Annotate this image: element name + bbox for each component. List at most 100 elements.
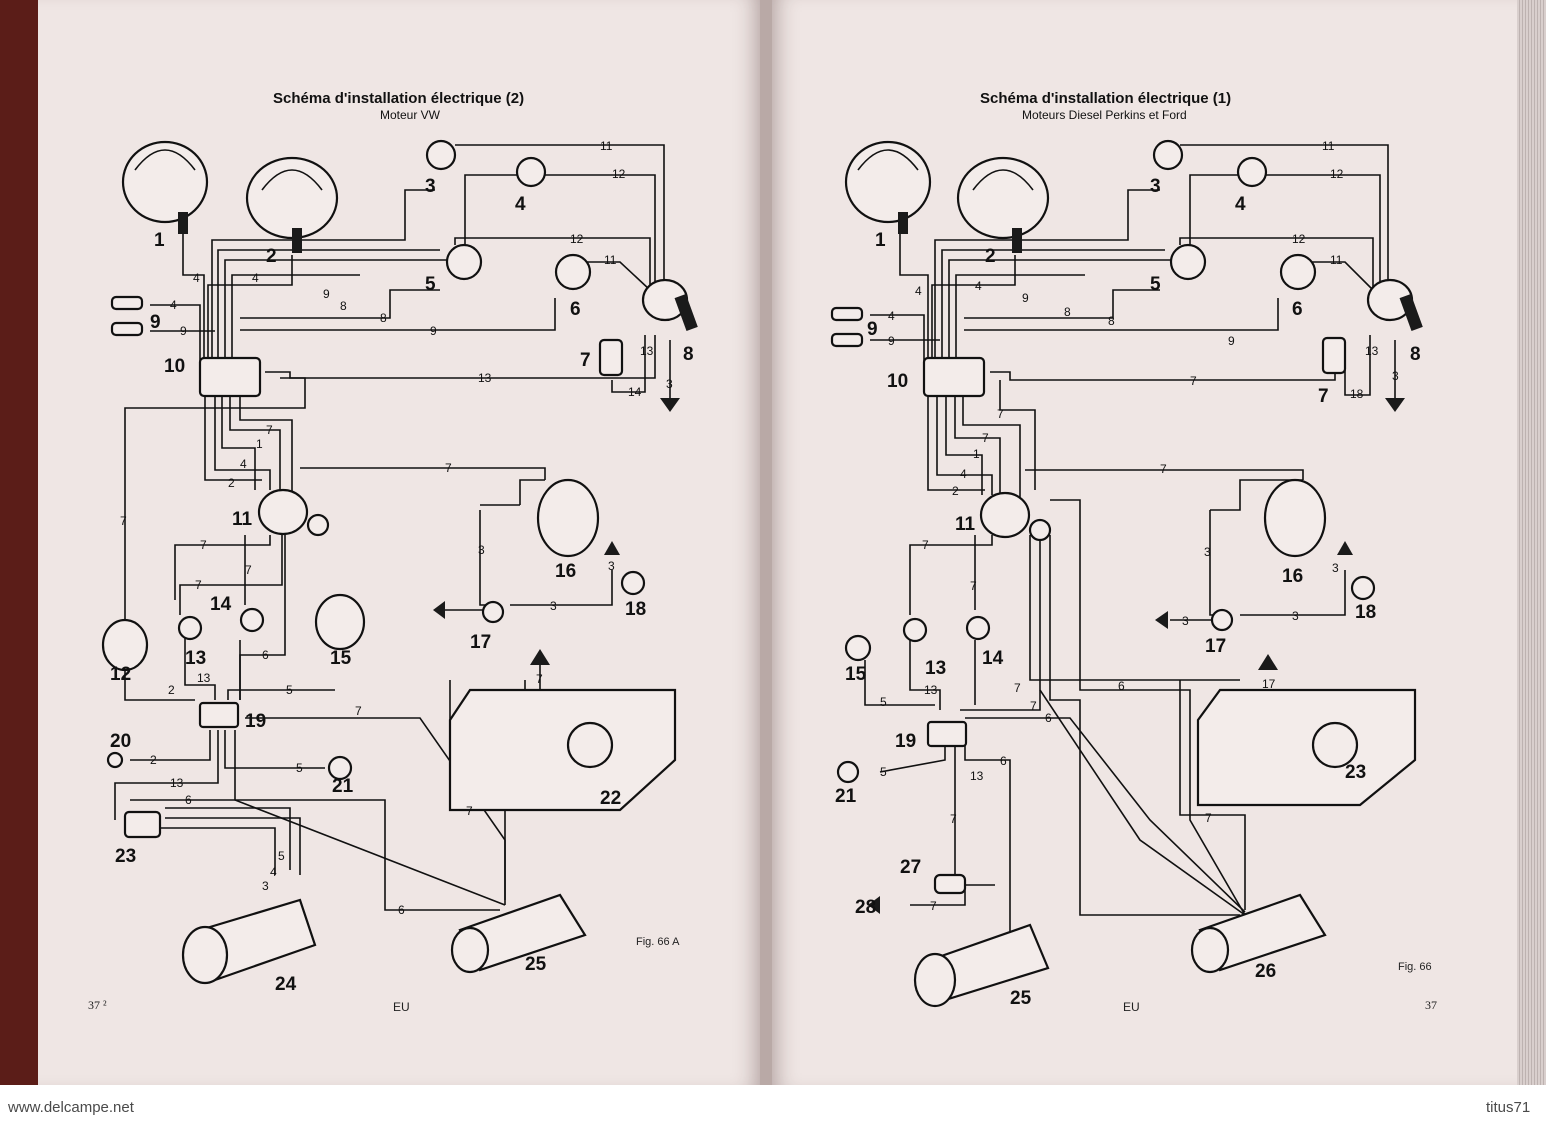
right-num-6: 6 bbox=[1292, 299, 1303, 320]
right-num-16: 16 bbox=[1282, 566, 1303, 587]
right-wire-label: 3 bbox=[1182, 614, 1189, 628]
left-num-12: 12 bbox=[110, 664, 131, 685]
right-wire-label: 17 bbox=[1262, 677, 1276, 691]
right-wire-label: 18 bbox=[1350, 387, 1364, 401]
left-num-21: 21 bbox=[332, 776, 354, 797]
right-num-11: 11 bbox=[955, 514, 976, 535]
right-wire-label: 3 bbox=[1204, 545, 1211, 559]
right-num-21: 21 bbox=[835, 786, 857, 807]
left-num-24: 24 bbox=[275, 974, 297, 995]
book-gutter bbox=[760, 0, 772, 1085]
right-num-10: 10 bbox=[887, 371, 908, 392]
left-wire-label: 8 bbox=[340, 299, 347, 313]
regulator-23-icon bbox=[123, 810, 162, 839]
bulb-27-icon bbox=[933, 873, 967, 895]
right-num-8: 8 bbox=[1410, 344, 1421, 365]
left-num-5: 5 bbox=[425, 274, 436, 295]
right-wire-label: 9 bbox=[888, 334, 895, 348]
right-wire-label: 7 bbox=[1014, 681, 1021, 695]
left-num-18: 18 bbox=[625, 599, 646, 620]
gauge-15-icon bbox=[314, 593, 366, 651]
left-wire-label: 1 bbox=[256, 437, 263, 451]
ignition-11-icon bbox=[979, 491, 1052, 542]
right-wire-label: 6 bbox=[1000, 754, 1007, 768]
plug-9-icon bbox=[110, 295, 144, 337]
right-wire-label: 11 bbox=[1322, 139, 1335, 153]
left-subtitle: Moteur VW bbox=[380, 108, 441, 122]
right-num-18: 18 bbox=[1355, 602, 1376, 623]
left-wire-label: 12 bbox=[570, 232, 584, 246]
right-wire-label: 4 bbox=[915, 284, 922, 298]
left-num-4: 4 bbox=[515, 194, 526, 215]
left-wire-label: 4 bbox=[270, 865, 277, 879]
right-component-numbers: 1 2 3 4 5 6 7 8 9 10 11 13 14 15 16 17 1… bbox=[835, 176, 1421, 1009]
left-wire-label: 4 bbox=[193, 271, 200, 285]
right-wire-label: 3 bbox=[1292, 609, 1299, 623]
watermark-left: www.delcampe.net bbox=[8, 1099, 134, 1116]
left-wire-label: 3 bbox=[262, 879, 269, 893]
right-components bbox=[830, 139, 1423, 1008]
left-num-14: 14 bbox=[210, 594, 232, 615]
left-component-numbers: 1 2 3 4 5 6 7 8 9 10 11 12 13 14 15 16 1… bbox=[110, 176, 694, 995]
right-wire-label: 8 bbox=[1108, 314, 1115, 328]
relay-7-icon bbox=[1321, 336, 1347, 375]
switch-18-icon bbox=[620, 570, 646, 596]
right-wire-label: 7 bbox=[922, 538, 929, 552]
left-wire-label: 3 bbox=[550, 599, 557, 613]
left-wire-label: 7 bbox=[120, 514, 127, 528]
right-num-14: 14 bbox=[982, 648, 1004, 669]
watermark-bar: www.delcampe.net titus71 bbox=[0, 1085, 1546, 1132]
lamp-4-icon bbox=[515, 156, 547, 188]
left-wire-label: 14 bbox=[628, 385, 642, 399]
sender-15-icon bbox=[844, 634, 872, 662]
battery-23-icon bbox=[1196, 688, 1417, 807]
right-wire-label: 7 bbox=[997, 407, 1004, 421]
right-wire-label: 4 bbox=[888, 309, 895, 323]
left-num-8: 8 bbox=[683, 344, 694, 365]
left-wire-label: 4 bbox=[240, 457, 247, 471]
left-fig-label: Fig. 66 A bbox=[636, 936, 680, 948]
right-wire-label: 7 bbox=[1160, 462, 1167, 476]
right-wire-label: 9 bbox=[1022, 291, 1029, 305]
right-num-25: 25 bbox=[1010, 988, 1032, 1009]
left-num-19: 19 bbox=[245, 711, 266, 732]
right-wire-label: 3 bbox=[1392, 369, 1399, 383]
right-num-17: 17 bbox=[1205, 636, 1226, 657]
right-num-28: 28 bbox=[855, 897, 876, 918]
left-num-9: 9 bbox=[150, 312, 161, 333]
right-wire-label: 9 bbox=[1228, 334, 1235, 348]
plug-9-icon bbox=[830, 306, 864, 348]
terminal-19-icon bbox=[198, 701, 240, 729]
right-wire-label: 7 bbox=[982, 431, 989, 445]
headlamp-1-icon bbox=[121, 140, 209, 234]
right-wire-label: 7 bbox=[930, 899, 937, 913]
sender-14-icon bbox=[239, 607, 265, 633]
lamp-5-icon bbox=[445, 243, 483, 281]
sender-13-icon bbox=[902, 617, 928, 643]
right-subtitle: Moteurs Diesel Perkins et Ford bbox=[1022, 108, 1187, 122]
switch-8-icon bbox=[1366, 278, 1423, 331]
left-num-7: 7 bbox=[580, 350, 591, 371]
right-wire-label: 12 bbox=[1330, 167, 1344, 181]
right-num-7: 7 bbox=[1318, 386, 1329, 407]
switch-21-icon bbox=[327, 755, 353, 781]
bulb-20-icon bbox=[106, 751, 124, 769]
switch-8-icon bbox=[641, 278, 698, 331]
headlamp-1-icon bbox=[844, 140, 932, 234]
right-wire-label: 13 bbox=[970, 769, 984, 783]
left-wire-label: 3 bbox=[666, 377, 673, 391]
switch-18-icon bbox=[1350, 575, 1376, 601]
right-num-13: 13 bbox=[925, 658, 946, 679]
right-wire-label: 13 bbox=[1365, 344, 1379, 358]
right-wire-label: 8 bbox=[1064, 305, 1071, 319]
left-num-25: 25 bbox=[525, 954, 547, 975]
right-arrows bbox=[868, 398, 1405, 914]
right-wiring-diagram: 1 2 3 4 5 6 7 8 9 10 11 13 14 15 16 17 1… bbox=[830, 139, 1423, 1009]
left-wire-label: 7 bbox=[200, 538, 207, 552]
left-wire-label: 13 bbox=[640, 344, 654, 358]
right-wire-labels: 11 12 4 4 9 8 12 11 4 9 8 9 7 13 18 3 7 … bbox=[880, 139, 1399, 913]
right-num-5: 5 bbox=[1150, 274, 1161, 295]
left-num-15: 15 bbox=[330, 648, 352, 669]
left-wire-label: 6 bbox=[185, 793, 192, 807]
right-wire-label: 7 bbox=[970, 579, 977, 593]
